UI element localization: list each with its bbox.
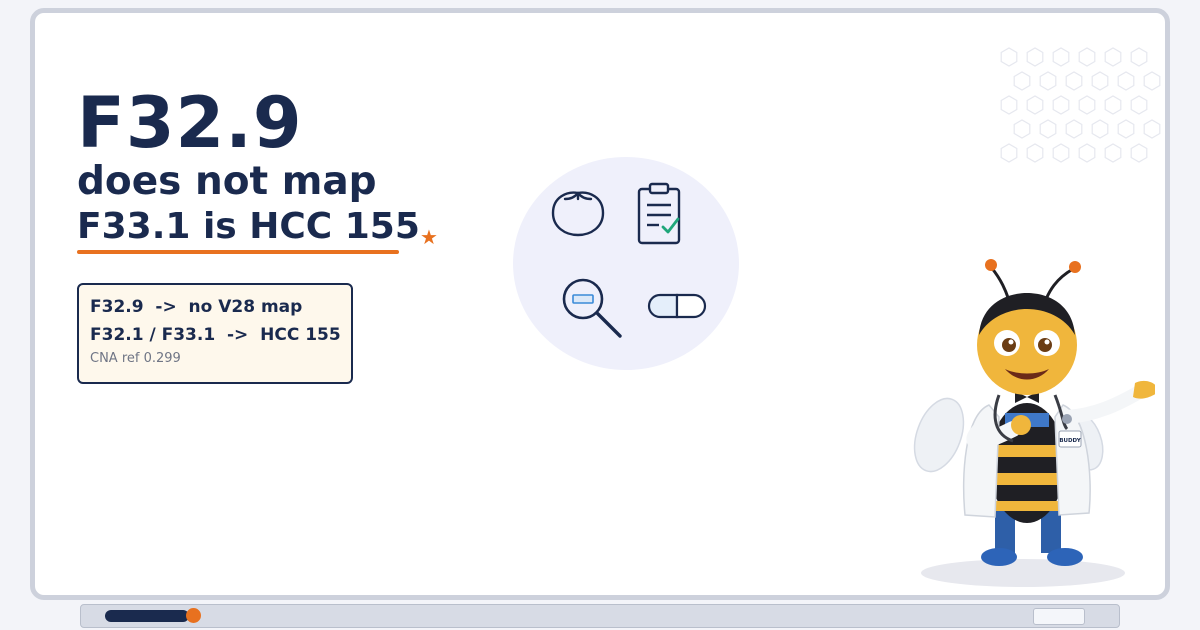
hex-cell bbox=[1130, 143, 1148, 163]
progress-fill bbox=[105, 610, 189, 622]
hex-pattern-decoration bbox=[1000, 47, 1161, 163]
hex-cell bbox=[1143, 119, 1161, 139]
clipboard-check-icon bbox=[637, 182, 681, 245]
hex-cell bbox=[1013, 119, 1031, 139]
magnifier-icon bbox=[562, 278, 622, 338]
hex-cell bbox=[1065, 71, 1083, 91]
hex-cell bbox=[1000, 143, 1018, 163]
hex-cell bbox=[1091, 71, 1109, 91]
brain-icon bbox=[551, 191, 605, 237]
card-reference: CNA ref 0.299 bbox=[90, 351, 181, 366]
icon-cluster bbox=[513, 157, 739, 370]
hex-cell bbox=[1104, 95, 1122, 115]
hex-cell bbox=[1091, 119, 1109, 139]
progress-control-button[interactable] bbox=[1033, 608, 1085, 625]
pill-icon bbox=[647, 293, 707, 319]
mapping-card: F32.9 -> no V28 map F32.1 / F33.1 -> HCC… bbox=[77, 283, 353, 384]
headline-underline bbox=[77, 250, 399, 254]
hex-cell bbox=[1026, 47, 1044, 67]
hex-cell bbox=[1130, 95, 1148, 115]
hex-cell bbox=[1065, 119, 1083, 139]
hex-cell bbox=[1078, 143, 1096, 163]
hex-cell bbox=[1078, 47, 1096, 67]
slide-frame: F32.9 does not map F33.1 is HCC 155 ★ F3… bbox=[30, 8, 1170, 600]
hex-cell bbox=[1000, 95, 1018, 115]
hex-cell bbox=[1078, 95, 1096, 115]
hex-cell bbox=[1052, 95, 1070, 115]
hex-cell bbox=[1130, 47, 1148, 67]
badge-label: BUDDY bbox=[1059, 438, 1081, 444]
hex-cell bbox=[1117, 71, 1135, 91]
card-line-1: F32.9 -> no V28 map bbox=[90, 297, 303, 317]
star-icon: ★ bbox=[420, 225, 438, 249]
progress-bar[interactable] bbox=[80, 604, 1120, 628]
headline-mapping: F33.1 is HCC 155 bbox=[77, 206, 420, 247]
headline-subtitle: does not map bbox=[77, 159, 377, 204]
hex-cell bbox=[1052, 143, 1070, 163]
headline-code: F32.9 bbox=[77, 82, 303, 164]
hex-cell bbox=[1052, 47, 1070, 67]
hex-cell bbox=[1039, 71, 1057, 91]
hex-cell bbox=[1104, 47, 1122, 67]
bee-doctor-mascot: BUDDY bbox=[913, 259, 1155, 587]
card-line-2: F32.1 / F33.1 -> HCC 155 bbox=[90, 325, 341, 345]
progress-handle[interactable] bbox=[186, 608, 201, 623]
hex-cell bbox=[1000, 47, 1018, 67]
hex-cell bbox=[1117, 119, 1135, 139]
hex-cell bbox=[1026, 95, 1044, 115]
hex-cell bbox=[1143, 71, 1161, 91]
hex-cell bbox=[1104, 143, 1122, 163]
hex-cell bbox=[1039, 119, 1057, 139]
hex-cell bbox=[1013, 71, 1031, 91]
hex-cell bbox=[1026, 143, 1044, 163]
